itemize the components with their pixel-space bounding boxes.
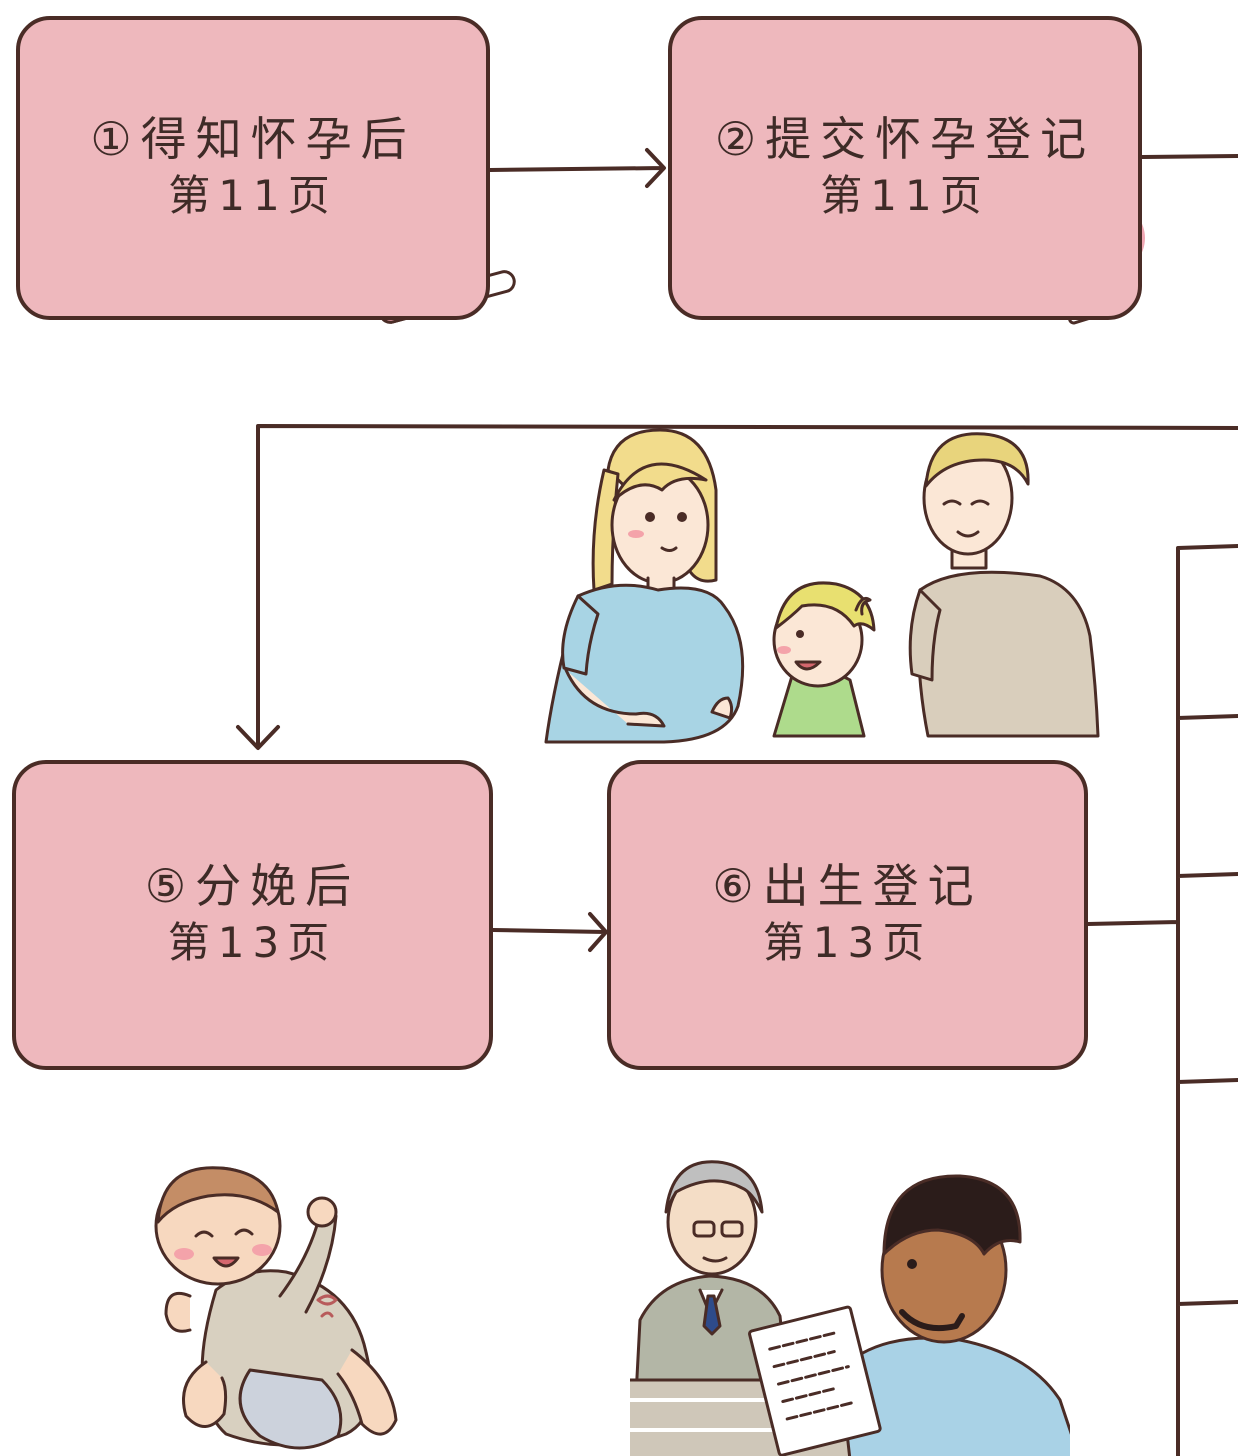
return-connector-to-step5 (236, 424, 1238, 750)
mother-figure (544, 428, 745, 744)
step-5-title: ⑤分娩后 (144, 858, 361, 913)
step-2-page-ref: 第11页 (820, 171, 990, 221)
step-6-title: ⑥出生登记 (712, 858, 983, 913)
arrow-step5-to-step6 (491, 912, 608, 952)
clerk-figure (634, 1160, 790, 1398)
step-5-page-ref: 第13页 (167, 918, 338, 968)
step-box-2[interactable]: ②提交怀孕登记 第11页 (668, 16, 1142, 320)
father-figure (908, 432, 1100, 738)
branch-connector (1086, 544, 1238, 1456)
step-box-1[interactable]: ①得知怀孕后 第11页 (16, 16, 490, 320)
connector-step2-offpage (1140, 154, 1238, 159)
application-form (748, 1305, 882, 1456)
applicant-figure (838, 1174, 1070, 1456)
step-6-page-ref: 第13页 (762, 918, 933, 968)
step-box-6[interactable]: ⑥出生登记 第13页 (607, 760, 1088, 1070)
arrow-step1-to-step2 (488, 148, 666, 188)
step-1-title: ①得知怀孕后 (90, 111, 416, 166)
child-figure (710, 581, 876, 738)
step-box-5[interactable]: ⑤分娩后 第13页 (12, 760, 493, 1070)
family-illustration (544, 428, 1100, 744)
step-2-title: ②提交怀孕登记 (714, 111, 1096, 166)
baby-illustration (154, 1166, 398, 1450)
step-1-page-ref: 第11页 (168, 171, 338, 221)
registration-office-illustration (630, 1160, 1070, 1456)
